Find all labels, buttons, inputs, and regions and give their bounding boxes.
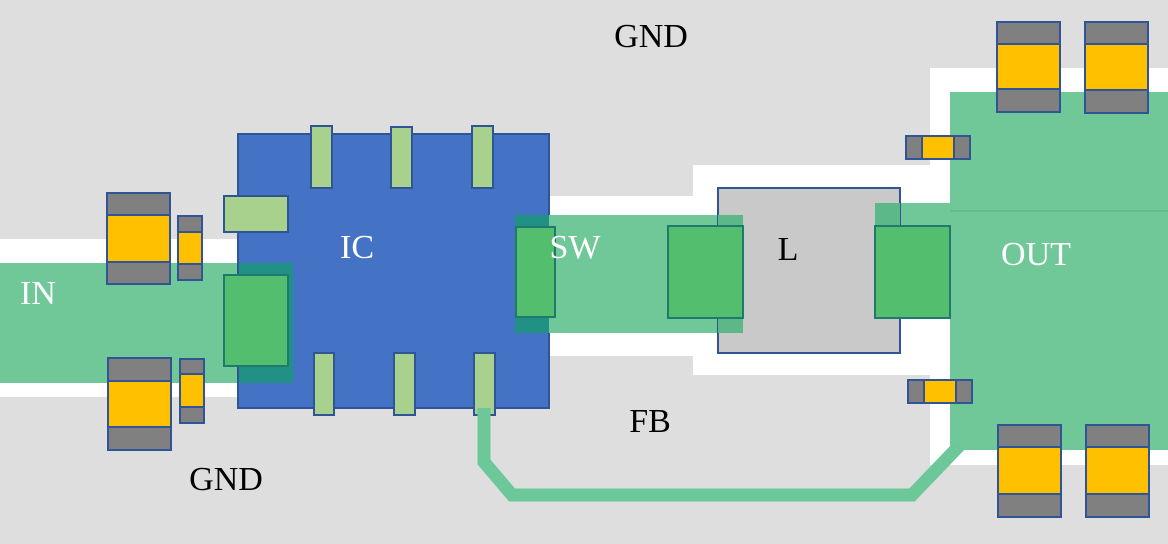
output-cap-bottom-1 [997, 424, 1062, 518]
ic-pin [473, 352, 496, 416]
ic-pin [313, 352, 335, 416]
ic-pins [223, 125, 496, 416]
label-sw: SW [550, 229, 602, 266]
input-small-cap-bottom [179, 358, 205, 424]
label-fb: FB [629, 403, 671, 440]
label-in: IN [20, 275, 56, 312]
ic-pin [223, 195, 289, 233]
label-l: L [778, 231, 799, 268]
ic-in-pad [223, 274, 289, 367]
fb-resistor-bottom [907, 379, 973, 404]
inductor-body [717, 187, 901, 354]
label-gnd-bottom: GND [189, 461, 263, 498]
input-cap-top [106, 192, 171, 285]
ic-pin [310, 125, 333, 189]
inductor-pad-left [667, 225, 744, 319]
ic-pin [390, 126, 413, 189]
input-cap-bottom [107, 357, 172, 451]
fb-resistor-top [905, 135, 971, 160]
input-small-cap-top [177, 215, 203, 281]
label-out: OUT [1001, 236, 1071, 273]
sw-pad [515, 226, 556, 318]
out-copper [950, 92, 1168, 450]
ic-pin [393, 352, 416, 416]
ic-pin [471, 125, 494, 189]
output-cap-top-2 [1084, 21, 1149, 114]
label-ic: IC [340, 229, 374, 266]
label-gnd-top: GND [614, 18, 688, 55]
inductor-pad-right [874, 225, 951, 319]
fb-trace [477, 408, 965, 502]
output-cap-bottom-2 [1085, 424, 1150, 518]
output-cap-top-1 [996, 21, 1061, 113]
